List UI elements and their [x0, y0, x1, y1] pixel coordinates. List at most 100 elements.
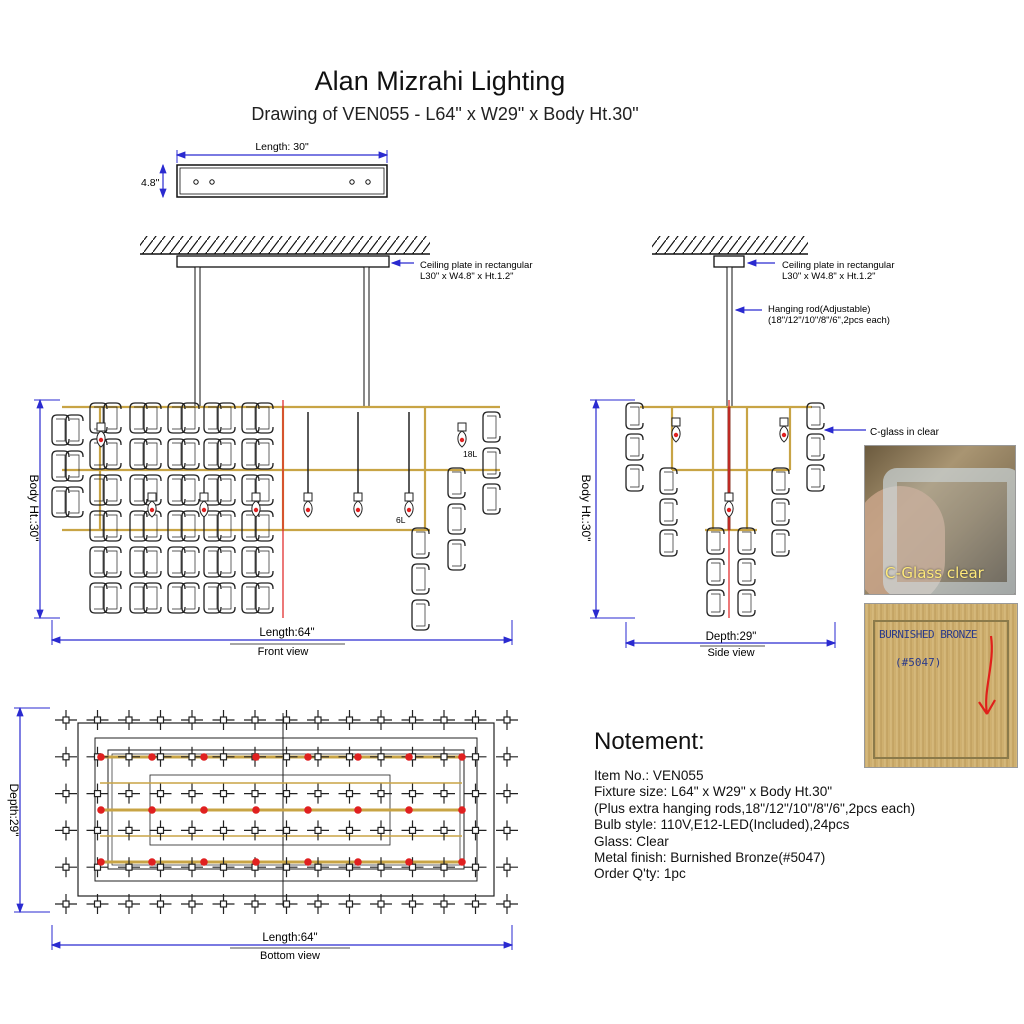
c-glass-inner [711, 531, 721, 551]
bulb-dot [405, 753, 413, 761]
c-glass-inner [664, 533, 674, 553]
c-glass-piece [129, 582, 148, 614]
c-glass-piece [167, 474, 186, 506]
c-glass-inner [148, 550, 158, 574]
glass-top-hub [471, 753, 480, 761]
c-glass-piece [89, 402, 108, 434]
c-glass-inner [94, 586, 104, 610]
c-glass-piece [447, 539, 466, 571]
c-glass-piece [181, 474, 200, 506]
c-glass-piece [217, 474, 236, 506]
c-glass-inner [260, 406, 270, 430]
c-glass-piece [625, 433, 644, 461]
c-glass-piece [65, 414, 84, 446]
c-glass-piece [482, 447, 501, 479]
glass-top-hub [282, 826, 291, 835]
c-glass-inner [134, 406, 144, 430]
c-glass-piece [241, 438, 260, 470]
glass-top-hub [125, 826, 133, 835]
side-plate-callout-1: Ceiling plate in rectangular [782, 260, 894, 271]
glass-top-hub [503, 863, 511, 871]
glass-top-hub [125, 753, 133, 761]
glass-top-hub [440, 716, 448, 724]
glass-top-hub [408, 863, 417, 871]
c-glass-piece [771, 498, 790, 526]
c-glass-piece [255, 474, 274, 506]
plate-top-view: Length: 30" 4.8" [141, 141, 389, 199]
glass-top-hub [62, 900, 70, 908]
c-glass-piece [806, 402, 825, 430]
c-glass-piece [89, 546, 108, 578]
c-glass-inner [711, 593, 721, 613]
side-view-label: Side view [707, 647, 754, 659]
note-extra-rods: (Plus extra hanging rods,18"/12"/10"/8"/… [594, 800, 916, 816]
side-glass-callout: C-glass in clear [870, 427, 940, 438]
front-plate-callout-2: L30" x W4.8" x Ht.1.2" [420, 271, 514, 282]
glass-top-hub [440, 826, 448, 835]
c-glass-inner [172, 586, 182, 610]
c-glass-piece [771, 467, 790, 495]
c-glass-inner [186, 586, 196, 610]
glass-top-hub [188, 863, 196, 871]
c-glass-inner [186, 406, 196, 430]
glass-top-hub [345, 826, 354, 835]
c-glass-piece [65, 486, 84, 518]
bulb-filament [673, 432, 679, 438]
c-glass-piece [255, 546, 274, 578]
glass-top-hub [156, 863, 165, 871]
c-glass-inner [134, 514, 144, 538]
c-glass-piece [143, 582, 162, 614]
c-glass-piece [65, 450, 84, 482]
glass-top-hub [314, 900, 322, 908]
c-glass-piece [806, 464, 825, 492]
c-glass-inner [260, 514, 270, 538]
c-glass-piece [129, 546, 148, 578]
c-glass-piece [167, 438, 186, 470]
c-glass-inner [208, 442, 218, 466]
c-glass-inner [56, 454, 66, 478]
side-rod-callout-2: (18"/12"/10"/8"/6",2pcs each) [768, 315, 890, 326]
c-glass-inner [776, 471, 786, 491]
glass-top-hub [62, 826, 70, 835]
bulb-dot [148, 858, 156, 866]
c-glass-piece [737, 589, 756, 617]
c-glass-inner [711, 562, 721, 582]
c-glass-piece [143, 546, 162, 578]
glass-top-hub [503, 900, 511, 908]
c-glass-inner [186, 442, 196, 466]
front-view: Ceiling plate in rectangular L30" x W4.8… [27, 236, 532, 658]
glass-top-hub [188, 716, 196, 724]
c-glass-inner [56, 490, 66, 514]
bulb-filament [406, 507, 412, 513]
bulb-filament [253, 507, 259, 513]
c-glass-piece [217, 510, 236, 542]
glass-top-hub [93, 716, 102, 724]
glass-top-hub [345, 863, 354, 871]
c-glass-inner [148, 514, 158, 538]
c-glass-piece [103, 546, 122, 578]
bulb-dot [200, 858, 208, 866]
c-glass-inner [108, 550, 118, 574]
c-glass-inner [94, 550, 104, 574]
side-plate-callout-2: L30" x W4.8" x Ht.1.2" [782, 271, 876, 282]
c-glass-piece [203, 474, 222, 506]
c-glass-piece [89, 582, 108, 614]
glass-top-hub [377, 863, 385, 871]
glass-top-hub [503, 716, 511, 724]
c-glass-inner [222, 586, 232, 610]
glass-top-hub [314, 789, 322, 798]
c-glass-piece [143, 510, 162, 542]
bulb-socket [147, 492, 157, 502]
bulb-dot [200, 806, 208, 814]
c-glass-inner [452, 471, 462, 495]
c-glass-inner [172, 406, 182, 430]
page-title: Alan Mizrahi Lighting [314, 66, 566, 96]
c-glass-inner [172, 442, 182, 466]
note-item-no: Item No.: VEN055 [594, 768, 704, 783]
c-glass-inner [70, 418, 80, 442]
c-glass-piece [103, 510, 122, 542]
finish-swatch-border [873, 620, 1009, 759]
c-glass-piece [659, 498, 678, 526]
bottom-view-label: Bottom view [260, 950, 320, 962]
